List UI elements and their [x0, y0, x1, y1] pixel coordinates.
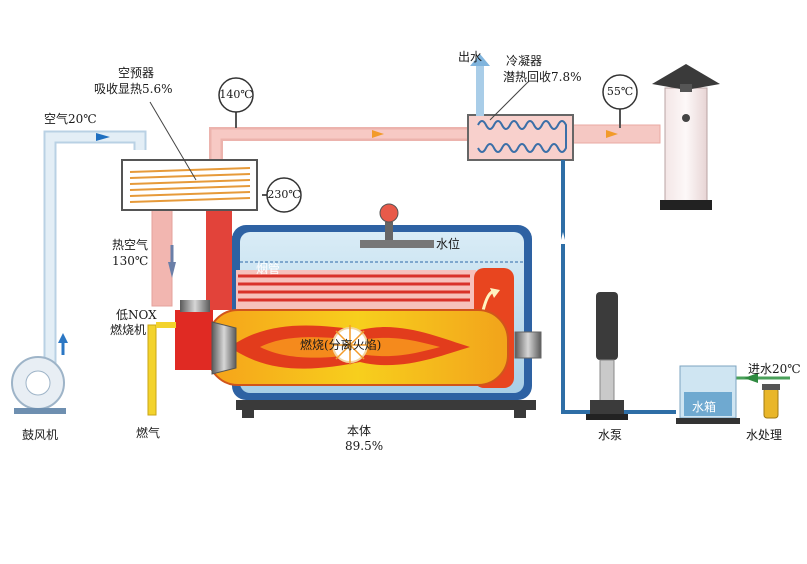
air-duct: [43, 130, 147, 370]
water-pump-label: 水泵: [598, 428, 623, 442]
hot-air-label: 热空气: [112, 238, 149, 252]
preheater-recovery-label: 吸收显热5.6%: [94, 82, 173, 96]
outlet-water-arrow: [470, 54, 490, 66]
water-inlet-label: 进水20℃: [748, 362, 801, 376]
fan-label: 鼓风机: [22, 428, 59, 442]
condenser-label: 冷凝器: [506, 54, 543, 68]
water-tank-label: 水箱: [692, 400, 717, 414]
gauge-140-value: 140℃: [219, 88, 253, 101]
condenser: [467, 54, 574, 161]
boiler-body: [207, 203, 542, 418]
chimney: [652, 64, 720, 210]
water-level-label: 水位: [436, 237, 461, 251]
hot-air-temp-label: 130℃: [112, 254, 149, 268]
fuel-gas-label: 燃气: [136, 426, 161, 440]
water-circuit: [560, 160, 790, 414]
gauge-230-value: 230℃: [267, 188, 301, 201]
hot-air-duct: [151, 209, 173, 307]
flue-flow-arrow-2: [606, 130, 618, 138]
condenser-recovery-label: 潜热回收7.8%: [503, 70, 582, 84]
burner-label-2: 燃烧机: [110, 323, 147, 337]
flue-flow-arrow-1: [372, 130, 384, 138]
burner-label-1: 低NOX: [116, 308, 157, 322]
blower-fan: [11, 356, 66, 414]
water-pump: [586, 292, 628, 420]
combustion-label: 燃烧(分离火焰): [300, 338, 382, 352]
gauge-55: [602, 74, 638, 128]
gauge-55-value: 55℃: [606, 85, 634, 98]
water-treatment-unit: [762, 384, 780, 419]
body-efficiency-label: 89.5%: [345, 439, 384, 453]
preheater-label: 空预器: [118, 66, 155, 80]
air-preheater: [121, 101, 258, 211]
gauge-140: [218, 77, 254, 128]
air-flow-arrow: [96, 133, 110, 141]
air-inlet-label: 空气20℃: [44, 112, 97, 126]
outlet-water-label: 出水: [458, 50, 483, 64]
flue-tubes-label: 烟管: [256, 262, 281, 276]
flue-riser: [206, 210, 232, 310]
gas-pipe: [147, 322, 176, 416]
burner: [175, 300, 237, 375]
flue-duct: [151, 124, 661, 310]
body-label: 本体: [347, 424, 372, 438]
gauge-230: [262, 177, 302, 213]
water-tank: [676, 365, 740, 424]
water-treatment-label: 水处理: [746, 428, 783, 442]
